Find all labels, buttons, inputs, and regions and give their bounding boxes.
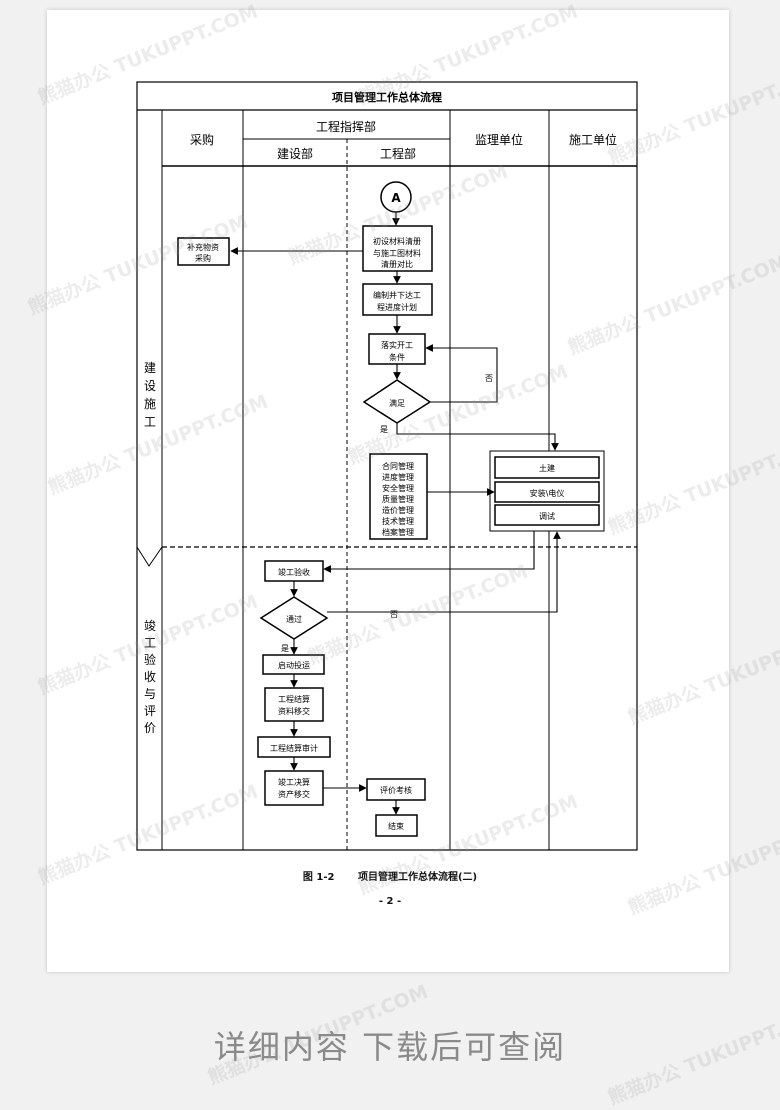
node-text: 竣工验收: [278, 567, 310, 577]
connector-a-label: A: [391, 191, 401, 205]
node-text: 与施工图材料: [373, 248, 421, 258]
node-text: 启动投运: [278, 660, 310, 670]
node-text: 清册对比: [381, 259, 413, 269]
column-header-engineering-dept: 工程部: [380, 146, 416, 161]
node-text: 档案管理: [382, 527, 414, 537]
diagram-title: 项目管理工作总体流程: [332, 90, 442, 104]
node-text: 安全管理: [382, 483, 414, 493]
decision-text: 通过: [286, 614, 302, 624]
column-header-construction-dept: 建设部: [277, 146, 313, 161]
decision-passed: 通过: [259, 596, 329, 640]
node-text: 采购: [195, 253, 211, 263]
column-header-supervisor: 监理单位: [475, 132, 523, 147]
node-text: 竣工决算: [278, 777, 310, 787]
phase-label-acceptance: 竣工验收与评价: [144, 618, 156, 735]
node-text: 条件: [389, 352, 405, 362]
node-compare-lists: 初设材料清册 与施工图材料 清册对比: [362, 225, 433, 272]
node-contractor-group: 土建 安装\电仪 调试: [489, 450, 605, 532]
page-number: - 2 -: [378, 896, 402, 907]
node-text: 资料移交: [278, 706, 310, 716]
node-evaluation: 评价考核: [366, 778, 426, 801]
node-text: 工程结算: [278, 694, 310, 704]
edge-label-no-2: 否: [390, 610, 398, 619]
node-text: 土建: [539, 463, 555, 473]
node-text: 进度管理: [382, 472, 414, 482]
node-text: 造价管理: [382, 505, 414, 515]
node-start-conditions: 落实开工 条件: [368, 333, 426, 365]
node-supplement-purchase: 补充物资 采购: [177, 237, 230, 266]
node-schedule-plan: 编制并下达工 程进度计划: [362, 283, 433, 316]
figure-title: 项目管理工作总体流程(二): [357, 872, 478, 883]
node-final-accounts: 竣工决算 资产移交: [264, 770, 324, 806]
decision-satisfied: 满足: [362, 379, 432, 424]
edge-label-yes-2: 是: [281, 644, 289, 653]
node-text: 资产移交: [278, 789, 310, 799]
column-header-purchase: 采购: [190, 132, 214, 147]
node-text: 评价考核: [380, 785, 412, 795]
node-management-list: 合同管理 进度管理 安全管理 质量管理 造价管理 技术管理 档案管理: [369, 453, 428, 540]
node-text: 补充物资: [187, 242, 219, 252]
figure-number: 图 1-2: [302, 872, 335, 883]
node-settlement-transfer: 工程结算 资料移交: [264, 687, 324, 722]
edge-label-yes-1: 是: [380, 425, 388, 434]
node-text: 质量管理: [382, 494, 414, 504]
phase-label-build: 建设施工: [144, 361, 156, 429]
node-text: 落实开工: [381, 340, 413, 350]
node-text: 合同管理: [382, 461, 414, 471]
node-text: 编制并下达工: [373, 290, 421, 300]
column-header-hq: 工程指挥部: [316, 119, 376, 134]
node-text: 结束: [388, 821, 404, 831]
node-settlement-audit: 工程结算审计: [257, 736, 331, 758]
column-header-contractor: 施工单位: [569, 132, 617, 147]
node-text: 程进度计划: [377, 302, 417, 312]
node-start-operation: 启动投运: [262, 654, 325, 675]
node-text: 安装\电仪: [530, 488, 565, 498]
decision-text: 满足: [389, 398, 405, 408]
node-end: 结束: [375, 814, 418, 837]
node-text: 初设材料清册: [373, 236, 421, 246]
swimlane-grid: [136, 81, 638, 851]
flow-arrows: [230, 212, 561, 815]
download-hint: 详细内容 下载后可查阅: [213, 1028, 567, 1066]
node-text: 调试: [539, 511, 555, 521]
figure-caption: 图 1-2 项目管理工作总体流程(二): [0, 868, 780, 883]
node-text: 工程结算审计: [270, 743, 318, 753]
edge-label-no-1: 否: [485, 374, 493, 383]
node-text: 技术管理: [382, 516, 414, 526]
node-completion-acceptance: 竣工验收: [264, 560, 324, 582]
